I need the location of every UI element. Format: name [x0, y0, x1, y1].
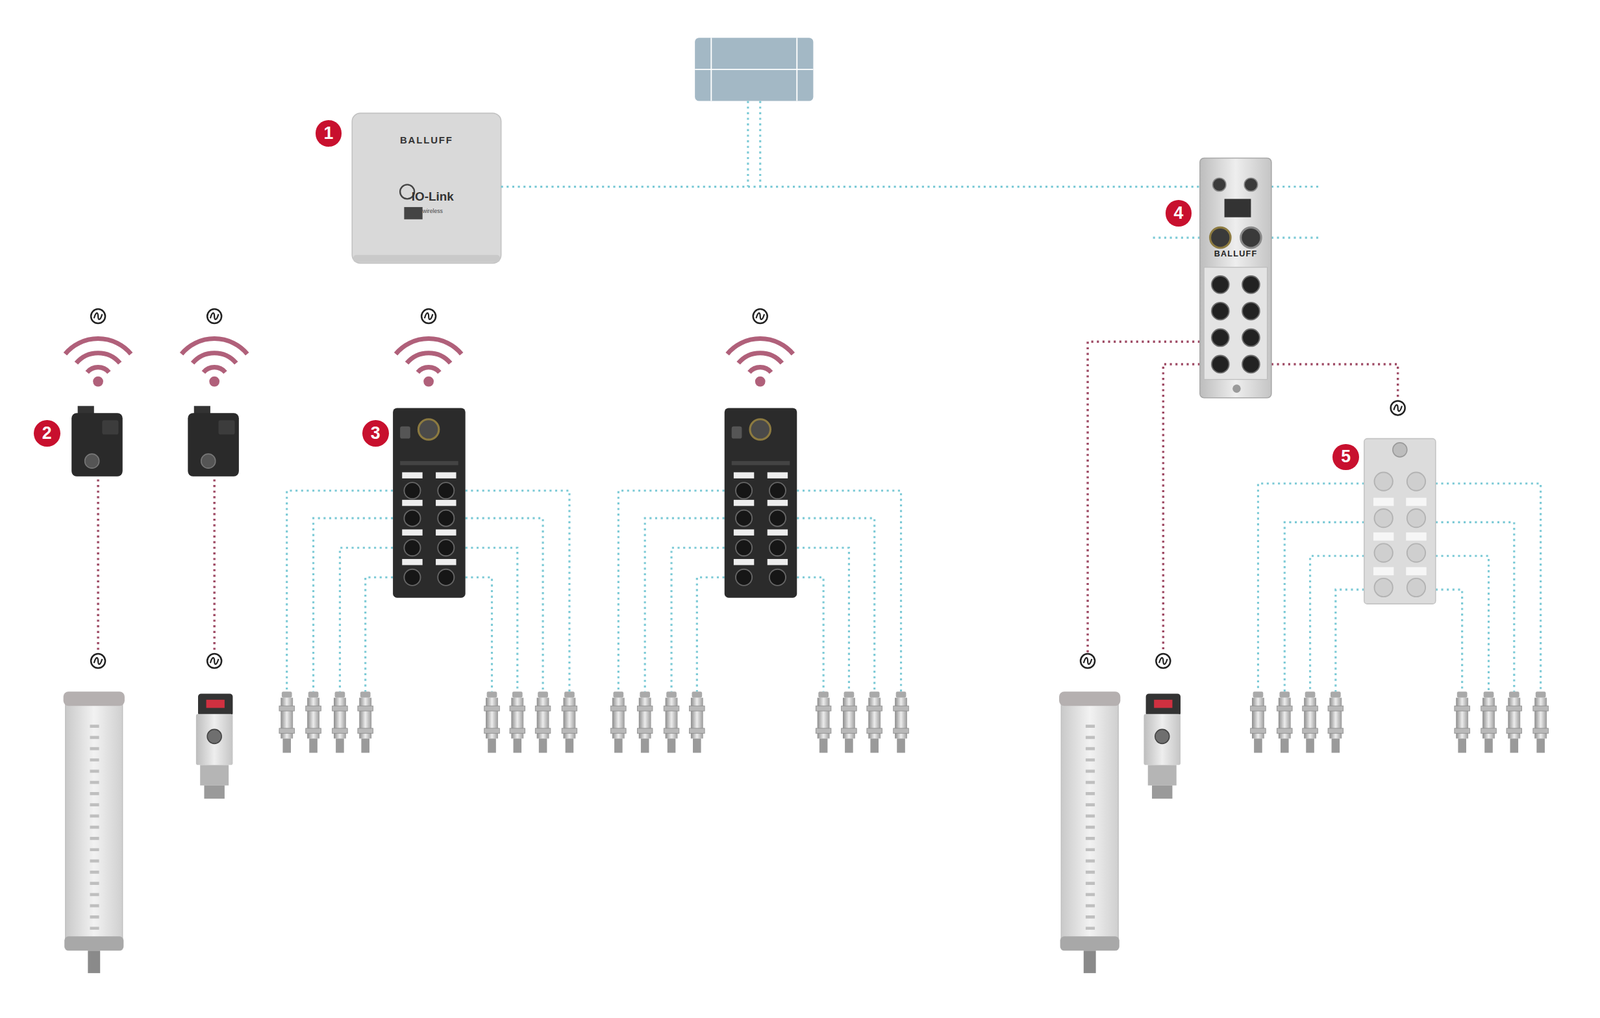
io-link-symbol — [90, 653, 106, 669]
cable — [1162, 364, 1200, 654]
wireless-bridge — [71, 405, 123, 476]
proximity-sensor — [1277, 691, 1293, 753]
proximity-sensor — [1302, 691, 1319, 753]
port-label — [1373, 567, 1394, 576]
proximity-sensor — [1327, 691, 1344, 753]
mount-hole — [1232, 384, 1241, 393]
wire — [1257, 483, 1364, 693]
sensor-hub — [1364, 438, 1436, 605]
master-port — [1240, 227, 1262, 248]
port — [1211, 275, 1230, 294]
callout-number: 1 — [315, 120, 343, 147]
port-label — [1373, 532, 1394, 541]
device-text: BALLUFF — [1200, 250, 1272, 259]
port-label — [1405, 532, 1426, 541]
master-port — [1210, 227, 1231, 248]
device-text: wireless — [364, 208, 502, 215]
wireless-master-box: BALLUFF IO-Link wireless — [351, 112, 501, 263]
port-label — [1405, 498, 1426, 507]
wire — [759, 101, 762, 188]
controller-grid — [694, 37, 813, 101]
controller-box — [694, 37, 813, 101]
io-link-symbol — [1155, 653, 1171, 669]
callout-number: 5 — [1332, 444, 1360, 471]
pressure-sensor — [196, 693, 234, 799]
port — [1242, 355, 1260, 374]
hub-ports — [1374, 472, 1426, 597]
io-link-symbol — [1080, 653, 1095, 669]
proximity-sensor — [1533, 691, 1549, 753]
master-edge — [353, 255, 500, 263]
port-label — [1405, 567, 1426, 576]
device-text: BALLUFF — [351, 135, 501, 146]
callout-number: 4 — [1165, 200, 1193, 227]
port — [1407, 472, 1426, 491]
master-display — [1224, 198, 1252, 217]
wireless-bridge — [187, 405, 239, 476]
wireless-master — [351, 112, 501, 263]
port — [1242, 302, 1260, 321]
port — [1374, 543, 1393, 562]
cable — [96, 479, 99, 653]
wire — [1271, 185, 1320, 188]
cable — [212, 479, 215, 653]
port — [1242, 275, 1260, 294]
master-logo — [403, 207, 423, 220]
port — [1211, 355, 1230, 374]
wire — [1435, 522, 1515, 692]
callout-number: 3 — [362, 420, 389, 447]
port — [1407, 509, 1426, 528]
smart-light-tube — [1059, 691, 1121, 974]
pressure-sensor — [1143, 693, 1181, 799]
cable — [1087, 341, 1200, 653]
hub-connector — [1392, 442, 1408, 458]
port — [1374, 509, 1393, 528]
port — [1407, 578, 1426, 597]
proximity-sensor — [1454, 691, 1471, 753]
port-labels — [1373, 498, 1427, 576]
wire — [746, 101, 749, 188]
proximity-sensor — [1481, 691, 1497, 753]
port — [1211, 302, 1230, 321]
port — [1211, 329, 1230, 347]
wire — [1310, 555, 1365, 692]
wire — [1335, 589, 1365, 692]
smart-light-tube — [63, 691, 125, 974]
master-ports — [1211, 275, 1260, 373]
wire — [1435, 483, 1541, 693]
device-text: IO-Link — [364, 190, 502, 204]
wireless-hub — [611, 309, 910, 753]
master-port — [1212, 177, 1226, 191]
wireless-symbol — [181, 338, 248, 388]
port — [1242, 329, 1260, 347]
io-link-master-box: BALLUFF — [1200, 158, 1272, 399]
port — [1374, 472, 1393, 491]
port — [1374, 578, 1393, 597]
port — [1407, 543, 1426, 562]
wireless-symbol — [64, 338, 131, 388]
master-port — [1244, 177, 1258, 191]
proximity-sensor — [1506, 691, 1523, 753]
io-link-master — [1200, 158, 1272, 399]
cable — [1271, 364, 1399, 400]
io-link-symbol — [207, 653, 222, 669]
network-connector — [501, 185, 1200, 188]
io-link-symbol — [207, 309, 222, 324]
proximity-sensor — [1250, 691, 1267, 753]
io-link-symbol — [90, 309, 106, 324]
wireless-hub — [279, 309, 578, 753]
port-label — [1373, 498, 1394, 507]
io-link-symbol — [1390, 400, 1406, 415]
wire — [1284, 522, 1365, 692]
wire — [1153, 237, 1200, 239]
master-port-panel — [1203, 267, 1267, 380]
callout-number: 2 — [33, 420, 61, 447]
wire — [1271, 237, 1320, 239]
wire — [1435, 555, 1489, 692]
wire — [1435, 589, 1463, 692]
